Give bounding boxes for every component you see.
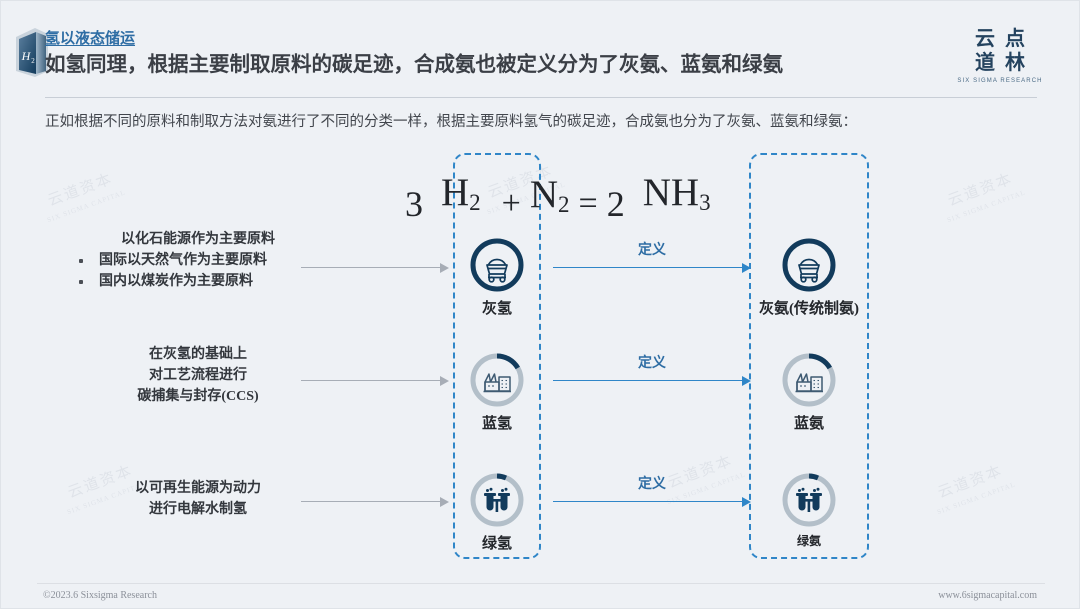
hydrogen-column-panel (453, 153, 541, 559)
row-1-define-label: 定义 (638, 243, 666, 258)
equation-equals: = (578, 185, 598, 222)
watermark: 云道资本 SIX SIGMA CAPITAL (938, 166, 1027, 225)
equation-h2: H2 (441, 171, 481, 215)
footer-divider (37, 583, 1045, 584)
header-kicker: 氢以液态储运 (45, 31, 136, 47)
row-1-description: 以化石能源作为主要原料 国际以天然气作为主要原料 国内以煤炭作为主要原料 (73, 229, 323, 292)
header-divider (45, 97, 1037, 98)
chemical-equation: 3 H2 + N2 = 2 NH3 (405, 164, 723, 228)
node-ammonia-gray: 灰氨(传统制氨) (745, 236, 873, 318)
ammonia-column-panel (749, 153, 869, 559)
row-2-define-label: 定义 (638, 356, 666, 371)
page-title: 如氢同理，根据主要制取原料的碳足迹，合成氨也被定义分为了灰氨、蓝氨和绿氨 (45, 54, 783, 76)
row-1-bullet-list: 国际以天然气作为主要原料 国内以煤炭作为主要原料 (73, 250, 323, 292)
row-1-heading: 以化石能源作为主要原料 (121, 232, 275, 247)
node-ammonia-gray-label: 灰氨(传统制氨) (759, 301, 859, 317)
logo-line-1: 云点 (975, 28, 1035, 50)
equation-plus: + (501, 185, 521, 222)
node-hydrogen-blue-label: 蓝氢 (481, 416, 512, 432)
row-2-description: 在灰氢的基础上 对工艺流程进行 碳捕集与封存(CCS) (137, 347, 259, 404)
row-2-define-arrow: 定义 (553, 356, 751, 386)
row-1-define-arrow: 定义 (553, 243, 751, 273)
h2-cube-icon: H 2 (15, 27, 49, 79)
watermark: 云道资本 SIX SIGMA CAPITAL (38, 166, 127, 225)
logo-subtitle: SIX SIGMA RESEARCH (957, 78, 1043, 84)
row-3-define-arrow: 定义 (553, 477, 751, 507)
node-hydrogen-green-label: 绿氢 (481, 536, 512, 552)
footer-copyright: ©2023.6 Sixsigma Research (43, 590, 157, 601)
factory-icon (780, 351, 838, 409)
electrolysis-tubes-icon (468, 471, 526, 529)
node-ammonia-green-label: 绿氨 (796, 534, 821, 548)
header: H 2 氢以液态储运 如氢同理，根据主要制取原料的碳足迹，合成氨也被定义分为了灰… (1, 1, 1080, 98)
row-1-source-arrow (301, 263, 449, 273)
node-hydrogen-blue: 蓝氢 (454, 351, 540, 433)
node-ammonia-blue-label: 蓝氨 (793, 416, 824, 432)
factory-icon (468, 351, 526, 409)
row-3-source-arrow (301, 497, 449, 507)
watermark-en: SIX SIGMA CAPITAL (935, 479, 1017, 516)
node-hydrogen-green: 绿氢 (454, 471, 540, 553)
equation-n2: N2 (529, 173, 570, 217)
svg-text:2: 2 (31, 57, 35, 65)
watermark-cn: 云道资本 (945, 171, 1016, 210)
equation-coef-h2: 3 (405, 184, 423, 224)
row-3-description: 以可再生能源为动力 进行电解水制氢 (135, 481, 261, 517)
logo-line-2: 道林 (975, 52, 1035, 74)
node-ammonia-green: 绿氨 (745, 471, 873, 550)
watermark-cn: 云道资本 (935, 463, 1006, 502)
watermark: 云道资本 SIX SIGMA CAPITAL (928, 458, 1017, 517)
lead-paragraph: 正如根据不同的原料和制取方法对氨进行了不同的分类一样，根据主要原料氢气的碳足迹，… (45, 114, 857, 130)
coal-cart-icon (468, 236, 526, 294)
watermark-cn: 云道资本 (45, 171, 116, 210)
header-texts: 氢以液态储运 如氢同理，根据主要制取原料的碳足迹，合成氨也被定义分为了灰氨、蓝氨… (45, 29, 783, 79)
coal-cart-icon (780, 236, 838, 294)
list-item: 国内以煤炭作为主要原料 (73, 271, 323, 292)
equation-coef-nh3: 2 (606, 184, 625, 224)
brand-logo: 云点 道林 SIX SIGMA RESEARCH (945, 27, 1055, 84)
node-ammonia-blue: 蓝氨 (745, 351, 873, 433)
watermark-en: SIX SIGMA CAPITAL (945, 187, 1027, 224)
row-3-define-label: 定义 (638, 477, 666, 492)
watermark-en: SIX SIGMA CAPITAL (45, 187, 127, 224)
node-hydrogen-gray-label: 灰氢 (481, 301, 512, 317)
svg-text:H: H (21, 49, 32, 63)
footer-website[interactable]: www.6sigmacapital.com (938, 590, 1037, 601)
node-hydrogen-gray: 灰氢 (454, 236, 540, 318)
row-2-source-arrow (301, 376, 449, 386)
list-item: 国际以天然气作为主要原料 (73, 250, 323, 271)
equation-nh3: NH3 (642, 171, 711, 215)
electrolysis-tubes-icon (780, 471, 838, 529)
